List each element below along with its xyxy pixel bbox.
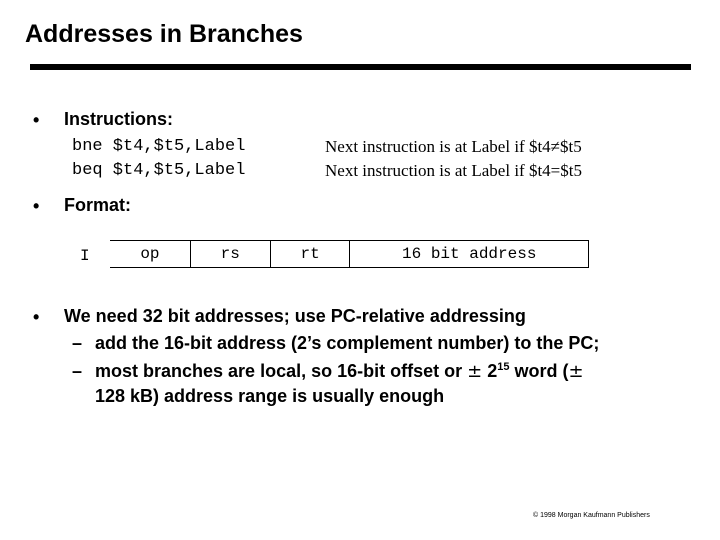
slide-title: Addresses in Branches — [25, 20, 303, 48]
plus-minus-symbol: ± — [467, 361, 483, 382]
bullet-glyph: • — [33, 307, 40, 327]
bullet-glyph: • — [33, 110, 40, 130]
sub-bullet-local-cont: 128 kB) address range is usually enough — [95, 386, 445, 406]
sub-text-part: word ( — [509, 361, 569, 381]
sub-bullet-dash: – — [72, 333, 83, 353]
sub-text-part: most branches are local, so 16-bit offse… — [95, 361, 468, 381]
sub-bullet-local: most branches are local, so 16-bit offse… — [95, 361, 584, 382]
format-field-op: op — [140, 245, 160, 263]
instruction-code-beq: beq $t4,$t5,Label — [72, 161, 246, 180]
sub-text-part: 2 — [482, 361, 498, 381]
format-field-rt: rt — [269, 241, 350, 267]
format-type-label: I — [80, 247, 90, 265]
bullet-format: Format: — [64, 195, 131, 215]
instruction-format-table: op rs rt 16 bit address — [110, 240, 589, 268]
title-rule — [30, 64, 691, 70]
bullet-glyph: • — [33, 196, 40, 216]
bullet-instructions: Instructions: — [64, 109, 174, 129]
instruction-desc-bne: Next instruction is at Label if $t4≠$t5 — [325, 137, 582, 156]
format-field-address: 16 bit address — [349, 241, 588, 267]
sub-bullet-add: add the 16-bit address (2’s complement n… — [95, 333, 600, 353]
sub-bullet-dash: – — [72, 361, 83, 381]
instruction-desc-beq: Next instruction is at Label if $t4=$t5 — [325, 161, 582, 180]
bullet-pc-relative: We need 32 bit addresses; use PC-relativ… — [64, 306, 526, 326]
copyright-footer: © 1998 Morgan Kaufmann Publishers — [533, 512, 650, 519]
format-field-rs: rs — [189, 241, 270, 267]
exponent: 15 — [497, 361, 510, 373]
plus-minus-symbol: ± — [568, 361, 584, 382]
instruction-code-bne: bne $t4,$t5,Label — [72, 137, 246, 156]
